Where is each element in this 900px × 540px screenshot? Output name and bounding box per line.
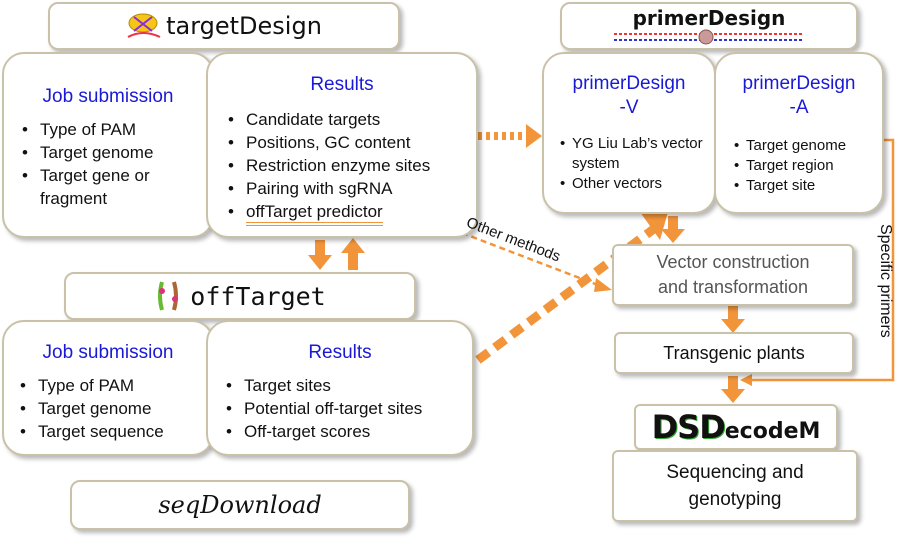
targetdesign-job-heading: Job submission <box>42 86 174 107</box>
offtarget-job-box: Job submission Type of PAM Target genome… <box>2 320 214 456</box>
targetdesign-results-heading: Results <box>310 74 374 95</box>
primerdesign-v-heading: primerDesign -V <box>572 73 686 118</box>
list-item: Other vectors <box>558 174 708 194</box>
scissors-dna-icon <box>127 13 161 38</box>
other-methods-arrow <box>461 231 612 292</box>
targetdesign-title-box: targetDesign <box>48 2 400 50</box>
dotted-arrow-to-primerdesign <box>478 124 542 148</box>
primerdesign-title: primerDesign <box>632 6 786 30</box>
list-item: Off-target scores <box>224 420 474 443</box>
list-item: Target sequence <box>18 420 208 443</box>
targetdesign-results-list: Candidate targets Positions, GC content … <box>226 108 476 226</box>
list-item: Restriction enzyme sites <box>226 154 476 177</box>
primer-dna-icon <box>614 29 804 45</box>
chromosome-icon <box>158 281 179 311</box>
down-arrow-to-offtarget <box>308 240 332 270</box>
offtarget-results-box: Results Target sites Potential off-targe… <box>206 320 474 456</box>
list-item: Target genome <box>732 136 882 156</box>
targetdesign-job-box: Job submission Type of PAM Target genome… <box>2 52 214 238</box>
list-item: Target region <box>732 156 882 176</box>
targetdesign-job-list: Type of PAM Target genome Target gene or… <box>20 118 200 210</box>
dashed-arrow-to-vector <box>475 212 668 364</box>
offtarget-title: offTarget <box>190 281 326 311</box>
down-arrow-to-vector <box>661 216 685 243</box>
vector-construction-box: Vector construction and transformation <box>612 244 854 306</box>
offtarget-job-heading: Job submission <box>42 342 174 363</box>
list-item: Target sites <box>224 374 474 397</box>
transgenic-plants-box: Transgenic plants <box>614 332 854 374</box>
primerdesign-v-box: primerDesign -V YG Liu Lab’s vector syst… <box>542 52 716 214</box>
seqdownload-title: seqDownload <box>158 491 322 519</box>
list-item: Pairing with sgRNA <box>226 177 476 200</box>
list-item: Target gene or fragment <box>20 164 200 210</box>
down-arrow-to-transgenic <box>721 306 745 333</box>
list-item: Candidate targets <box>226 108 476 131</box>
primerdesign-title-box: primerDesign <box>560 2 858 50</box>
offtarget-job-list: Type of PAM Target genome Target sequenc… <box>18 374 208 443</box>
up-arrow-to-targetdesign <box>341 238 365 270</box>
primerdesign-v-list: YG Liu Lab’s vector system Other vectors <box>558 134 708 194</box>
specific-primers-label: Specific primers <box>877 224 894 338</box>
dsdecodem-box: DSDecodeM <box>634 404 838 450</box>
primerdesign-a-heading: primerDesign -A <box>742 73 856 118</box>
down-arrow-to-dsdecode <box>721 376 745 403</box>
list-item: Target genome <box>20 141 200 164</box>
targetdesign-title: targetDesign <box>166 12 322 40</box>
primerdesign-a-box: primerDesign -A Target genome Target reg… <box>714 52 884 214</box>
seqdownload-box: seqDownload <box>70 480 410 530</box>
list-item-offtarget-predictor: offTarget predictor <box>226 200 476 226</box>
sequencing-genotyping-box: Sequencing and genotyping <box>612 450 858 522</box>
offtarget-title-box: offTarget <box>64 272 416 320</box>
specific-primers-path <box>740 138 895 386</box>
targetdesign-results-box: Results Candidate targets Positions, GC … <box>206 52 478 238</box>
offtarget-results-list: Target sites Potential off-target sites … <box>224 374 474 443</box>
offtarget-results-heading: Results <box>308 342 372 363</box>
list-item: YG Liu Lab’s vector system <box>558 134 708 174</box>
list-item: Type of PAM <box>20 118 200 141</box>
list-item: Type of PAM <box>18 374 208 397</box>
list-item: Target site <box>732 176 882 196</box>
list-item: Positions, GC content <box>226 131 476 154</box>
dsdecodem-logo: DSDecodeM <box>651 408 821 446</box>
list-item: Target genome <box>18 397 208 420</box>
list-item: Potential off-target sites <box>224 397 474 420</box>
primerdesign-a-list: Target genome Target region Target site <box>732 136 882 196</box>
